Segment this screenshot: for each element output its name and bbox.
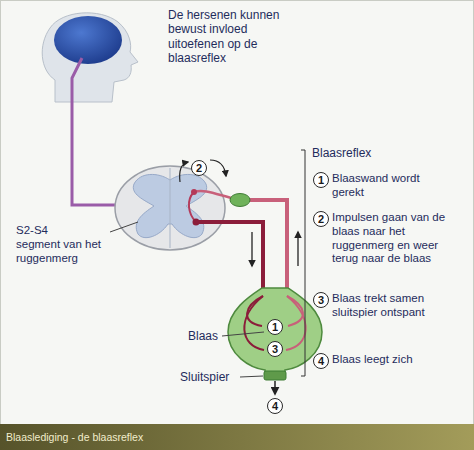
- part-label: Blaas: [188, 329, 218, 343]
- bracket: [301, 150, 305, 376]
- callout-number: 4: [267, 398, 283, 414]
- step-text: Blaaswand wordt gerekt: [332, 172, 420, 198]
- part-label: Sluitspier: [180, 370, 242, 384]
- leader-line: [110, 222, 138, 232]
- callout-digit: 1: [272, 321, 278, 333]
- step-text: Blaas leegt zich: [332, 353, 462, 367]
- sphincter: [264, 371, 286, 380]
- step-text: Blaaswand wordt gerekt: [332, 172, 424, 200]
- sensory-nerve: [240, 200, 287, 296]
- motor-nerve: [196, 222, 263, 296]
- caption-bar: [0, 424, 474, 450]
- callout-number: 1: [313, 172, 329, 188]
- brain: [54, 16, 122, 64]
- head: [42, 13, 138, 102]
- callout-digit: 4: [272, 400, 278, 412]
- segment-label: segment van het ruggenmerg: [16, 238, 108, 266]
- callout-number: 2: [313, 211, 329, 227]
- list-heading: Blaasreflex: [312, 146, 432, 160]
- flow-arrow: [210, 160, 226, 176]
- callout-number: 3: [313, 292, 329, 308]
- callout-digit: 1: [318, 174, 324, 186]
- brain-pathway: [72, 58, 132, 205]
- neuron-body: [191, 189, 197, 195]
- outflow-arrow: [274, 381, 276, 394]
- caption-text: Blaaslediging - de blaasreflex: [6, 431, 143, 443]
- callout-digit: 2: [318, 213, 324, 225]
- leader-line: [222, 332, 264, 336]
- up-arrow: [297, 232, 298, 266]
- callout-number: 2: [191, 160, 207, 176]
- step-text: Blaas leegt zich: [332, 353, 413, 365]
- median-fissure: [170, 168, 171, 248]
- callout-number: 3: [267, 341, 283, 357]
- part-label: Blaas: [188, 329, 228, 343]
- caption-text: Blaaslediging - de blaasreflex: [6, 431, 143, 444]
- bladder: [228, 288, 322, 372]
- step-text: Blaas trekt samen sluitspier ontspant: [332, 292, 450, 320]
- segment-label: S2-S4: [16, 224, 106, 238]
- flow-arrow: [180, 162, 188, 182]
- callout-number: 1: [267, 319, 283, 335]
- bladder-nerve: [286, 296, 306, 350]
- bladder-nerve: [244, 296, 264, 350]
- leader-line: [240, 376, 263, 377]
- callout-digit: 4: [318, 355, 324, 367]
- spinal-cord: [115, 166, 225, 250]
- step-text: Impulsen gaan van de blaas naar het rugg…: [332, 211, 445, 264]
- dorsal-root-ganglion: [230, 194, 250, 207]
- down-arrow: [251, 232, 252, 266]
- segment-label: S2-S4: [16, 224, 48, 236]
- step-text: Impulsen gaan van de blaas naar het rugg…: [332, 211, 446, 266]
- note-text: De hersenen kunnen bewust invloed uitoef…: [168, 8, 279, 65]
- step-text: Blaas trekt samen sluitspier ontspant: [332, 292, 425, 318]
- callout-digit: 3: [318, 294, 324, 306]
- note-text: De hersenen kunnen bewust invloed uitoef…: [168, 8, 286, 66]
- list-heading: Blaasreflex: [312, 146, 371, 160]
- segment-label: segment van het ruggenmerg: [16, 238, 101, 264]
- callout-digit: 3: [272, 343, 278, 355]
- callout-digit: 2: [196, 162, 202, 174]
- part-label: Sluitspier: [180, 370, 229, 384]
- interneuron: [189, 192, 196, 222]
- callout-number: 4: [313, 353, 329, 369]
